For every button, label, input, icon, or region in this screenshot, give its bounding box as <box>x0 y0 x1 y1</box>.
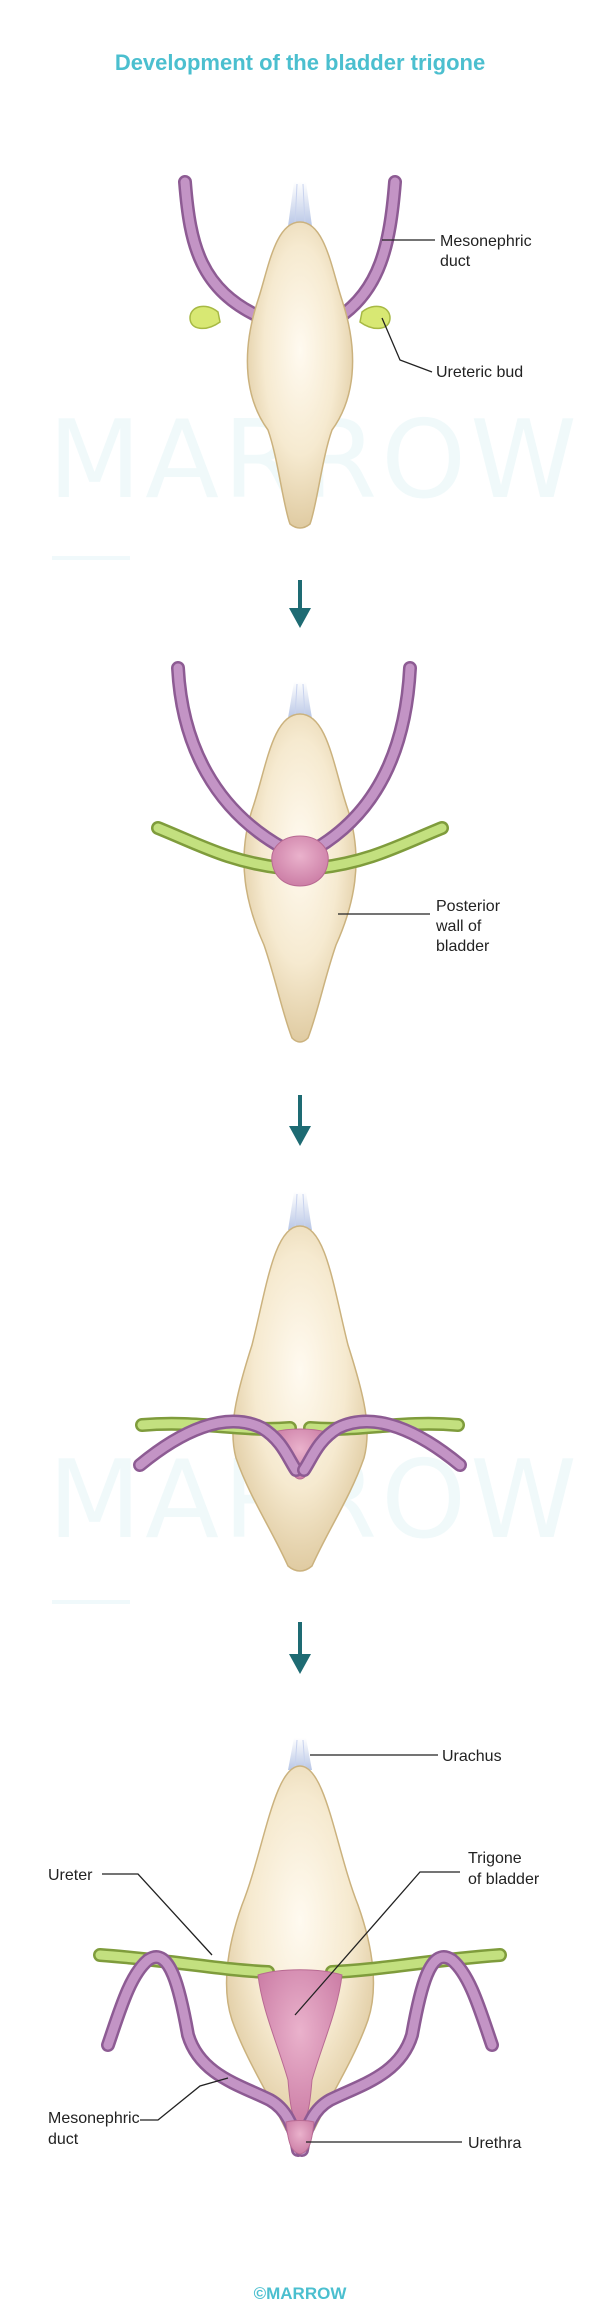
ureteric-bud <box>189 305 391 330</box>
arrow-down-icon <box>289 580 311 628</box>
urachus-tip <box>288 682 312 718</box>
ureter <box>93 1948 507 1979</box>
stage-3 <box>133 1192 467 1572</box>
svg-text:Posterior: Posterior <box>436 898 501 915</box>
urachus-tip <box>288 182 312 226</box>
mesonephric-duct <box>178 175 402 325</box>
watermark-bar <box>52 556 130 560</box>
svg-text:Mesonephric: Mesonephric <box>48 2110 140 2127</box>
watermark-bar <box>52 1600 130 1604</box>
svg-text:Trigone: Trigone <box>468 1850 522 1867</box>
urachus-label: Urachus <box>310 1748 502 1765</box>
mesonephric-duct <box>101 1950 499 2157</box>
stage-2: Posterior wall of bladder <box>151 661 501 1043</box>
stage-1: Mesonephric duct Ureteric bud <box>178 175 532 529</box>
posterior-wall-label: Posterior wall of bladder <box>338 898 501 955</box>
svg-text:bladder: bladder <box>436 938 490 955</box>
svg-text:Urachus: Urachus <box>442 1748 502 1765</box>
urethra-label: Urethra <box>306 2135 521 2152</box>
svg-text:Ureter: Ureter <box>48 1867 93 1884</box>
stage-4: Urachus Ureter Trigone of bladder Mesone… <box>48 1738 540 2157</box>
svg-text:Urethra: Urethra <box>468 2135 521 2152</box>
arrow-down-icon <box>289 1095 311 1146</box>
trigone-primordium <box>271 835 329 887</box>
bladder-primordium <box>246 221 354 529</box>
svg-text:duct: duct <box>440 253 471 270</box>
ureter-label: Ureter <box>48 1867 213 1956</box>
ureteric-bud-label: Ureteric bud <box>381 317 523 381</box>
urachus-tip <box>288 1192 312 1230</box>
trigone-label: Trigone of bladder <box>294 1850 540 2016</box>
bladder-primordium <box>232 1225 368 1572</box>
svg-text:Ureteric bud: Ureteric bud <box>436 364 523 381</box>
arrow-down-icon <box>289 1622 311 1674</box>
diagram-title: Development of the bladder trigone <box>114 50 486 75</box>
svg-text:Mesonephric: Mesonephric <box>440 233 532 250</box>
urethra <box>285 2120 315 2155</box>
mesonephric-duct <box>133 1414 467 1477</box>
svg-text:wall of: wall of <box>435 918 482 935</box>
ureter <box>151 821 449 875</box>
mesonephric-duct-label: Mesonephric duct <box>48 2077 229 2148</box>
urachus-tip <box>288 1738 312 1770</box>
mesonephric-duct-label: Mesonephric duct <box>382 233 532 270</box>
svg-text:duct: duct <box>48 2131 79 2148</box>
svg-text:of bladder: of bladder <box>468 1871 540 1888</box>
copyright-mark: ©MARROW <box>253 2284 347 2303</box>
mesonephric-duct <box>171 661 417 855</box>
